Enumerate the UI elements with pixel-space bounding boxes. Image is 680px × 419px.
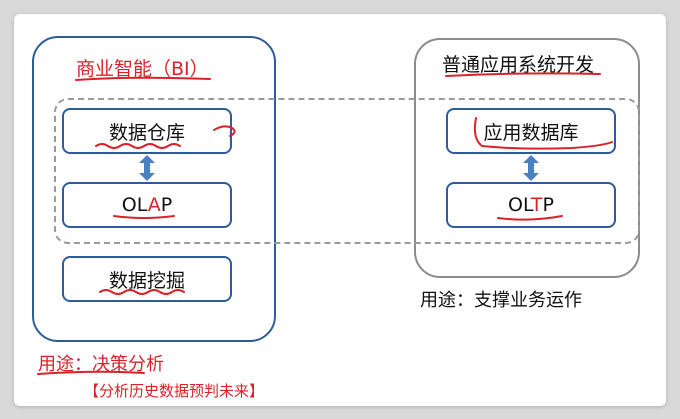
diagram-canvas: 商业智能（BI） 普通应用系统开发 数据仓库 OLAP 数据挖掘 应用数据库 O… [14,14,666,406]
data-warehouse-label: 数据仓库 [108,121,185,144]
app-dev-title: 普通应用系统开发 [442,54,595,76]
app-database-label: 应用数据库 [483,121,579,144]
double-arrow-icon [139,155,155,181]
bi-usage-note: 【分析历史数据预判未来】 [84,382,265,400]
olap-key-letter: A [147,194,161,216]
data-mining-box: 数据挖掘 [62,256,232,302]
oltp-label: OLTP [507,194,554,216]
oltp-key-letter: T [530,194,543,216]
bi-title: 商业智能（BI） [76,58,209,80]
dashed-data-layer-frame [54,98,640,244]
oltp-box: OLTP [446,182,616,228]
olap-box: OLAP [62,182,232,228]
bi-panel [32,36,276,342]
data-mining-label: 数据挖掘 [108,269,185,292]
double-arrow-icon [523,155,539,181]
data-warehouse-box: 数据仓库 [62,108,232,154]
olap-label: OLAP [121,194,173,216]
app-database-box: 应用数据库 [446,108,616,154]
bi-usage-text: 用途：决策分析 [38,354,164,375]
app-usage-text: 用途：支撑业务运作 [420,290,582,311]
